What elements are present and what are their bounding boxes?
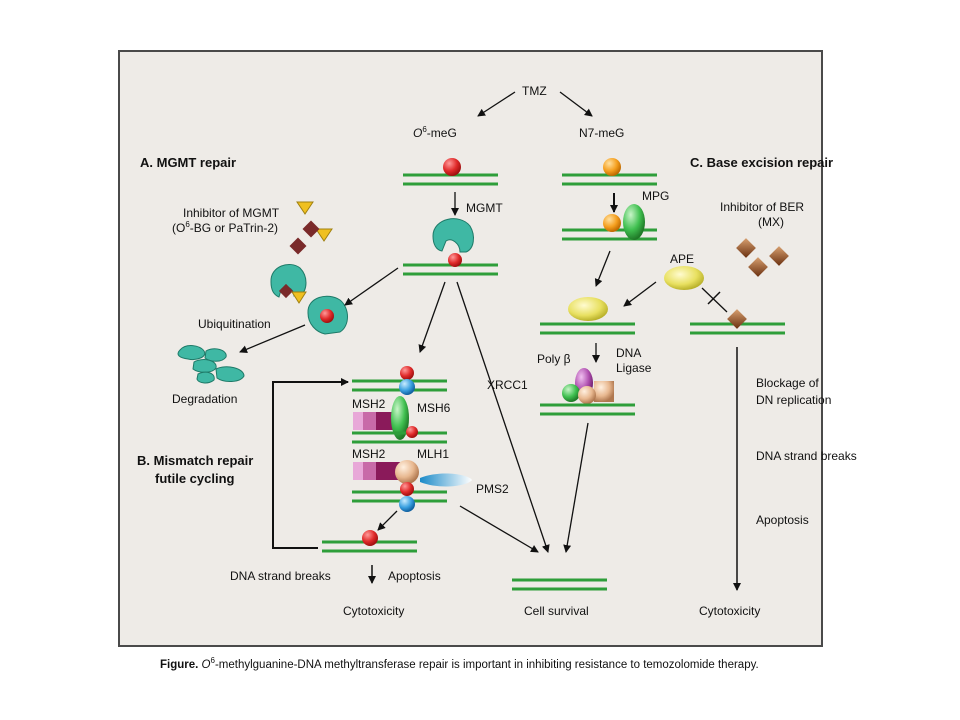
arrow-mgmt-to-cell-survival: [456, 281, 550, 553]
inhibitor-ber-label-2: (MX): [758, 215, 784, 229]
mgmt-protein: [432, 218, 474, 253]
inhibitor-diamond-icon: [289, 237, 307, 255]
dna-mpg-bound: [562, 204, 657, 241]
caption-label: Figure.: [160, 658, 199, 671]
ape-protein: [664, 266, 704, 290]
arrow-mmr-to-cell-survival: [459, 505, 539, 553]
inhibitor-triangle-icon: [291, 291, 307, 304]
figure-panel: [118, 50, 823, 647]
figure-caption: Figure. O6-methylguanine-DNA methyltrans…: [160, 656, 759, 671]
section-b-heading-1: B. Mismatch repair: [137, 453, 253, 468]
caption-sup: 6: [210, 656, 215, 665]
mx-diamond-icon: [748, 257, 768, 277]
mlh1-label: MLH1: [417, 447, 449, 461]
inhibition-bar: [701, 287, 728, 313]
inhibitor-mgmt-label-1: Inhibitor of MGMT: [183, 206, 280, 220]
dna-n7meg: [562, 158, 657, 186]
dna-mgmt-bound: [403, 253, 498, 276]
cytotoxicity-left-label: Cytotoxicity: [343, 604, 404, 618]
methyl-group-icon: [320, 309, 334, 323]
cytotoxicity-right-label: Cytotoxicity: [699, 604, 760, 618]
msh2-label-2: MSH2: [352, 447, 386, 461]
o6meg-label: O6-meG: [413, 125, 457, 140]
dna-ligase-label-2: Ligase: [616, 361, 652, 375]
inhibitor-ber-label-1: Inhibitor of BER: [720, 200, 804, 214]
blockage-label-1: Blockage of: [756, 376, 819, 390]
tmz-label: TMZ: [522, 84, 547, 98]
arrow-to-mismatch-repair: [418, 281, 446, 353]
apoptosis-left-label: Apoptosis: [388, 569, 441, 583]
inhibitor-diamond-icon: [302, 220, 320, 238]
arrow-mpg-to-ape: [594, 250, 611, 287]
dna-ligase-label-1: DNA: [616, 346, 641, 360]
mmr-complex-1: [352, 366, 447, 444]
msh2-label-1: MSH2: [352, 397, 386, 411]
apoptosis-right-label: Apoptosis: [756, 513, 809, 527]
dna-strand-breaks-right-label: DNA strand breaks: [756, 449, 857, 463]
futile-cycle-arrow: [272, 378, 349, 549]
inhibitor-triangle-icon: [296, 201, 314, 215]
dna-ape-bound: [540, 297, 635, 335]
mpg-label: MPG: [642, 189, 669, 203]
xrcc1-label: XRCC1: [487, 378, 528, 392]
ubiquitination-label: Ubiquitination: [198, 317, 271, 331]
inhibition-bar-cap: [707, 291, 721, 305]
pms2-label: PMS2: [476, 482, 509, 496]
ber-complex: [540, 368, 635, 416]
inhibitor-mgmt-label-2: (O6-BG or PaTrin-2): [172, 220, 278, 235]
mgmt-label: MGMT: [466, 201, 503, 215]
arrow-to-degradation: [239, 324, 306, 354]
arrow-mgmt-to-ubiquitination: [344, 267, 399, 306]
section-c-heading: C. Base excision repair: [690, 155, 833, 170]
dna-strand-breaks-left-label: DNA strand breaks: [230, 569, 331, 583]
cell-survival-label: Cell survival: [524, 604, 589, 618]
degradation-label: Degradation: [172, 392, 237, 406]
arrow-mmr-to-breaks: [377, 510, 398, 531]
dna-o6meg: [403, 158, 498, 186]
inhibitor-triangle-icon: [315, 228, 333, 242]
n7meg-label: N7-meG: [579, 126, 624, 140]
dna-breaks-strand: [322, 530, 417, 553]
arrow-ber-to-cell-survival: [563, 422, 589, 553]
caption-o: O: [201, 658, 211, 671]
mx-diamond-icon: [769, 246, 789, 266]
section-a-heading: A. MGMT repair: [140, 155, 236, 170]
inhibitor-diamond-icon: [278, 283, 294, 299]
mmr-complex-2: [352, 460, 472, 512]
arrow-tmz-to-o6meg: [477, 91, 516, 117]
degradation-fragments: [177, 345, 245, 384]
dna-mx-bound: [690, 309, 785, 335]
dna-cell-survival: [512, 578, 607, 591]
mx-diamond-icon: [736, 238, 756, 258]
blockage-label-2: DN replication: [756, 393, 831, 407]
section-b-heading-2: futile cycling: [155, 471, 235, 486]
arrow-ape-to-dna: [623, 281, 657, 307]
poly-beta-label: Poly β: [537, 352, 571, 366]
arrow-tmz-to-n7meg: [559, 91, 593, 117]
ape-label: APE: [670, 252, 694, 266]
caption-text: -methylguanine-DNA methyltransferase rep…: [214, 658, 759, 671]
msh6-label: MSH6: [417, 401, 451, 415]
